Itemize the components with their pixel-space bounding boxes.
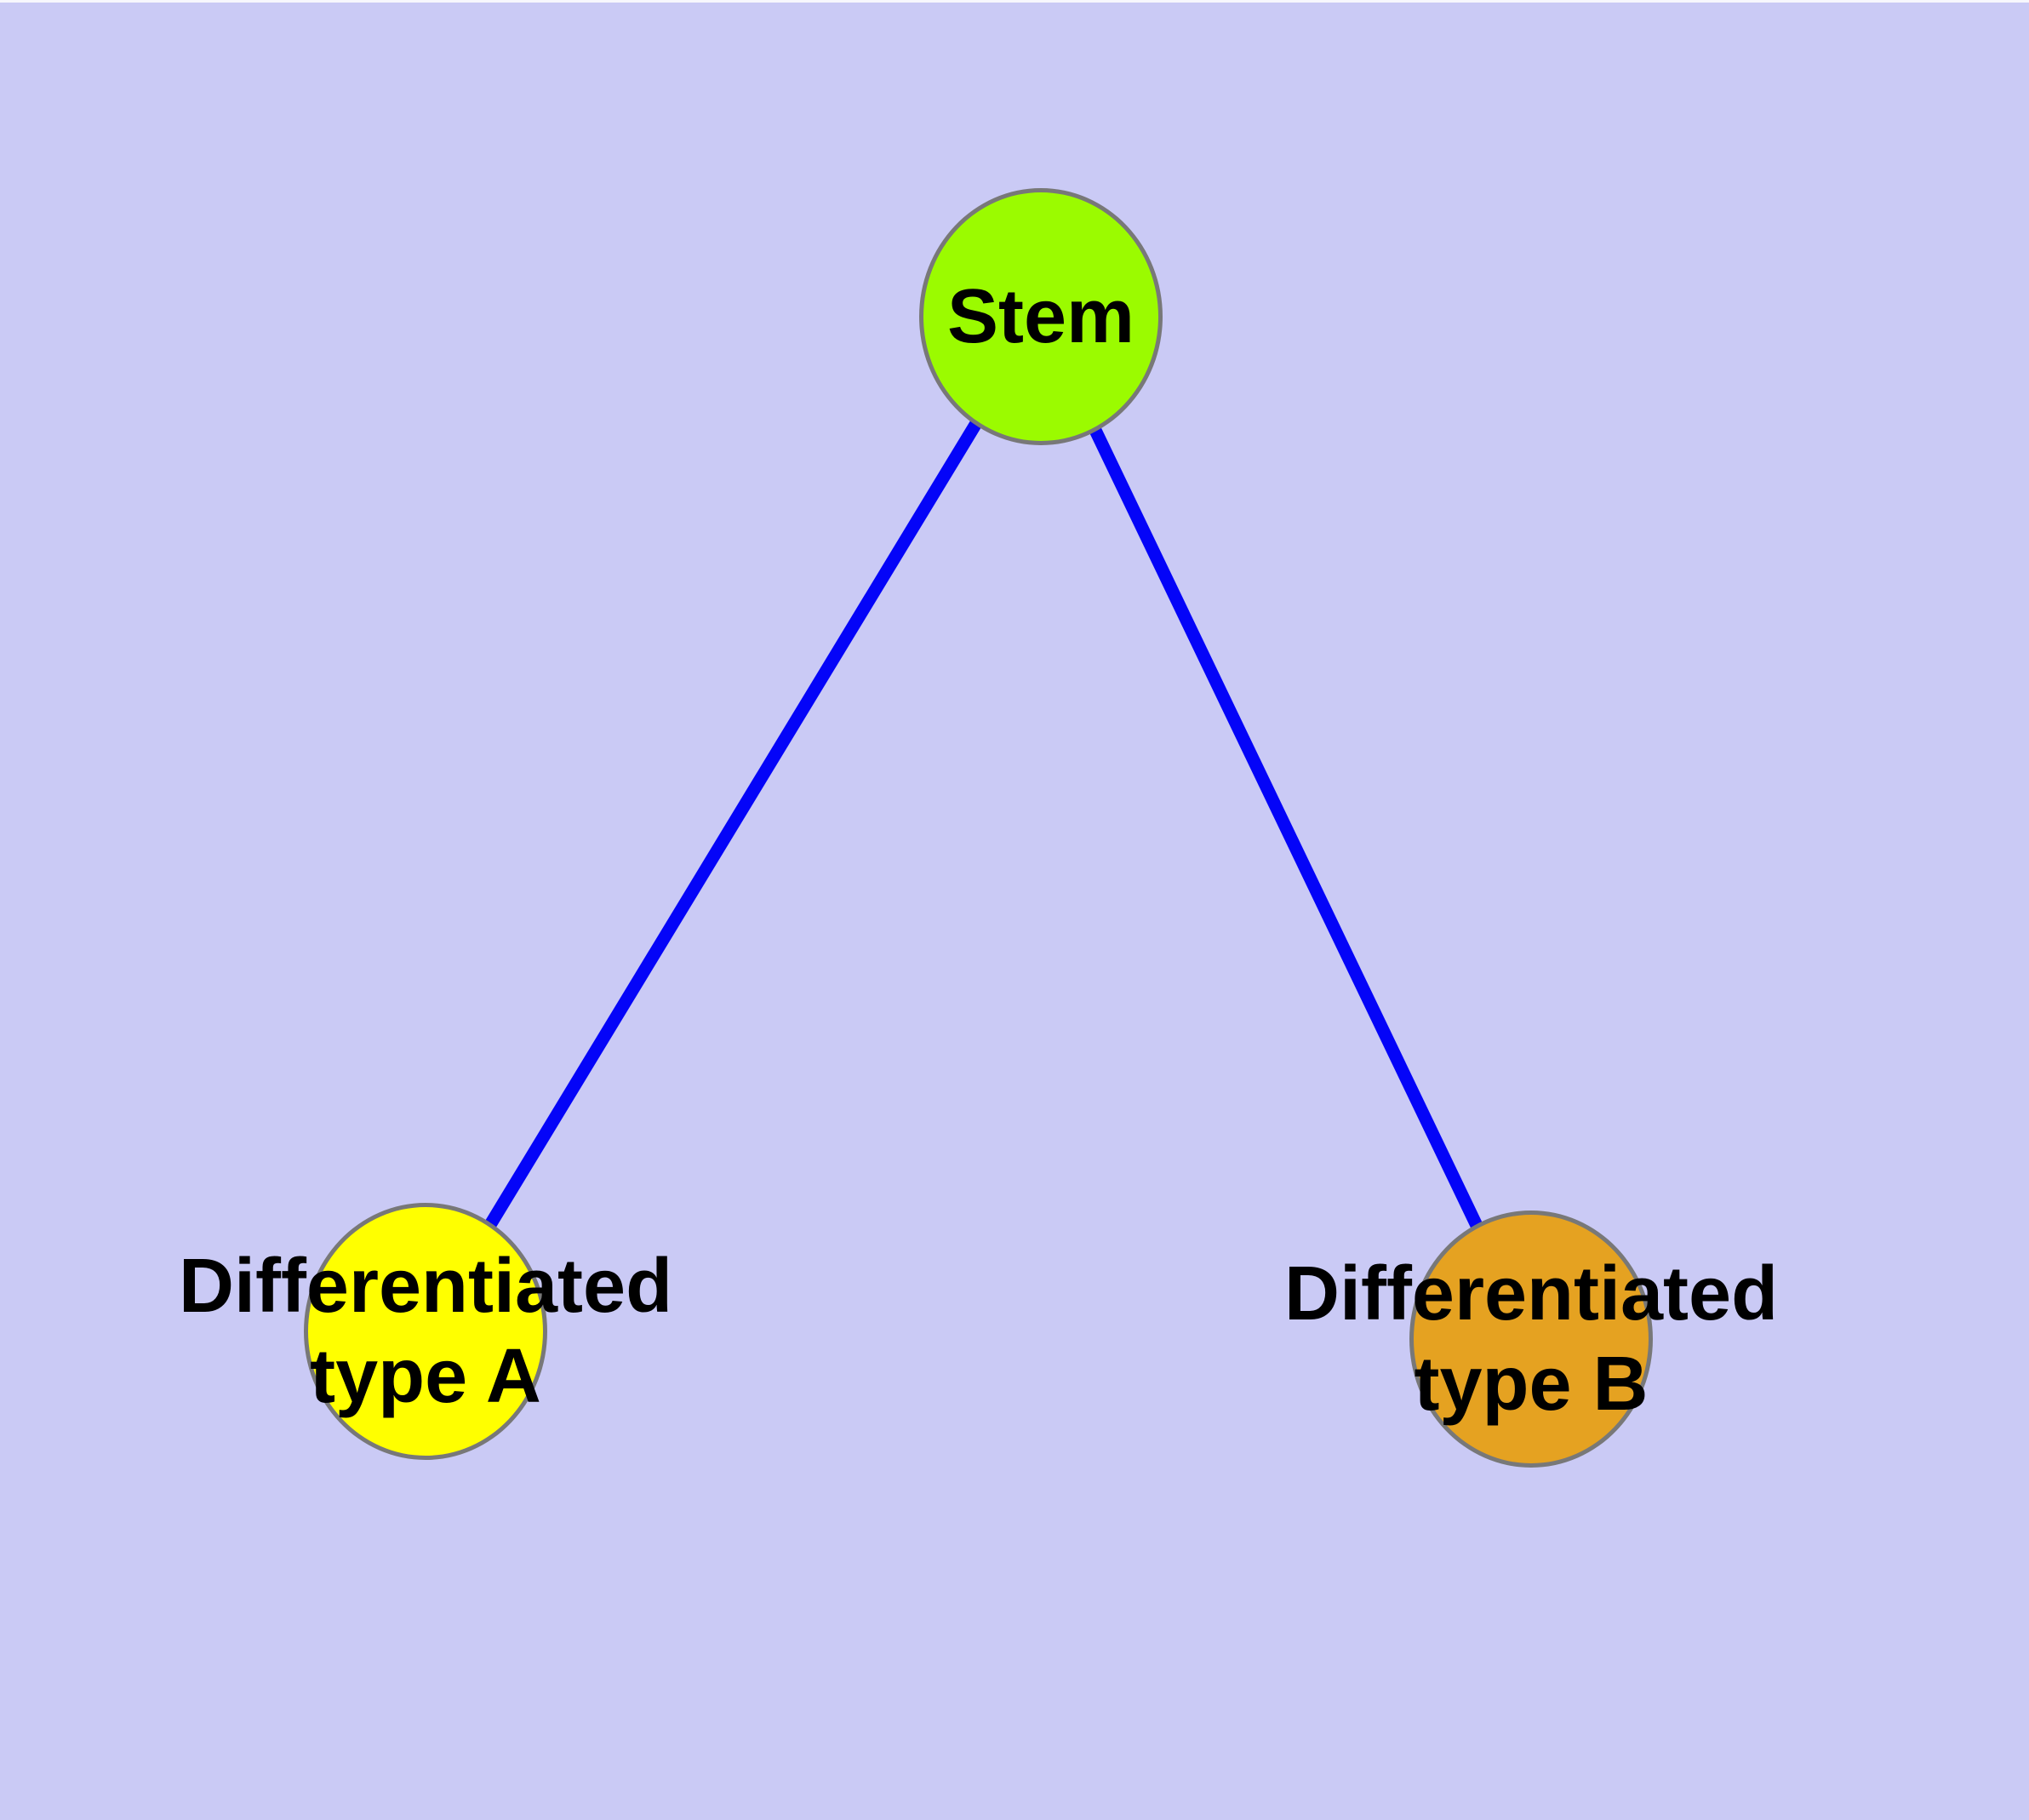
node-stem-label: Stem [947, 272, 1135, 362]
node-label-line: Differentiated [178, 1244, 673, 1329]
node-label-line: Differentiated [1283, 1251, 1779, 1336]
edge-stem-to-differentiated-type-a [420, 313, 1047, 1335]
node-label-line: type B [1414, 1342, 1649, 1427]
node-label-line: type A [310, 1334, 541, 1419]
node-stem: Stem [919, 188, 1163, 445]
edge-stem-to-differentiated-type-b [1035, 313, 1537, 1342]
node-differentiated-type-a: Differentiated type A [179, 1203, 672, 1460]
node-differentiated-type-b: Differentiated type B [1284, 1210, 1778, 1468]
node-differentiated-type-b-label: Differentiated type B [1284, 1249, 1778, 1429]
node-differentiated-type-a-label: Differentiated type A [179, 1241, 672, 1422]
node-label-line: Stem [946, 274, 1135, 359]
